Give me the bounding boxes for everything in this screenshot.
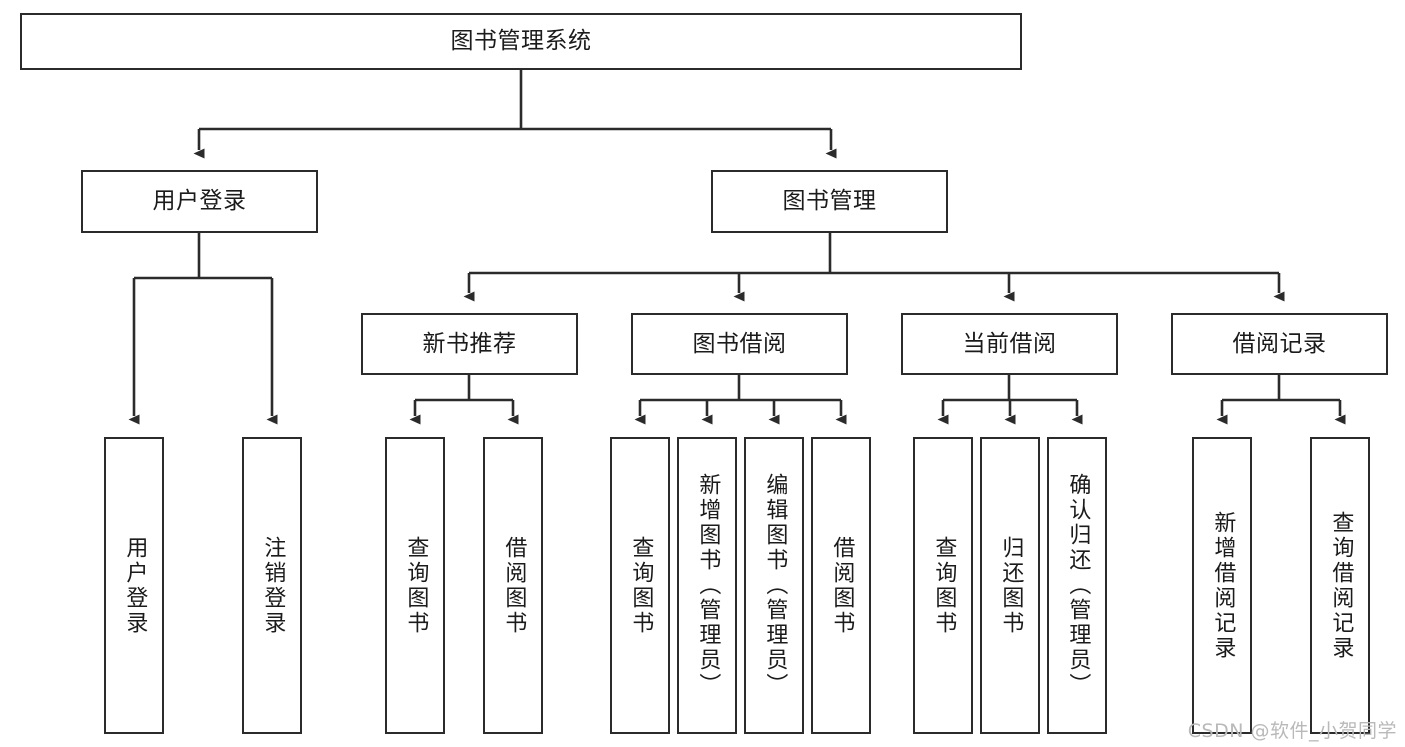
node-label: 图书管理系统 [450,28,592,55]
node-label: 注销登录 [260,535,286,636]
leaf-new-book-query-books[interactable]: 查询图书 [385,437,445,734]
node-label: 借阅记录 [1232,330,1327,357]
node-label: 用户登录 [122,535,148,636]
node-label: 当前借阅 [962,330,1057,357]
leaf-new-book-borrow-books[interactable]: 借阅图书 [483,437,543,734]
leaf-book-borrow-borrow-books[interactable]: 借阅图书 [811,437,871,734]
node-label: 新增借阅记录 [1210,510,1236,661]
leaf-current-borrow-return-books[interactable]: 归还图书 [980,437,1040,734]
node-label: 新书推荐 [422,330,517,357]
node-label: 查询借阅记录 [1328,510,1354,661]
node-label: 归还图书 [998,535,1024,636]
node-label: 查询图书 [403,535,429,636]
leaf-user-login-logout[interactable]: 注销登录 [242,437,302,734]
node-current-borrowing[interactable]: 当前借阅 [901,313,1118,375]
node-label: 查询图书 [931,535,957,636]
leaf-current-borrow-query-books[interactable]: 查询图书 [913,437,973,734]
node-label: 借阅图书 [501,535,527,636]
node-label: 查询图书 [628,535,654,636]
node-label: 图书管理 [782,188,877,215]
node-root-book-management-system[interactable]: 图书管理系统 [20,13,1022,70]
leaf-current-borrow-confirm-return-admin[interactable]: 确认归还（管理员） [1047,437,1107,734]
node-label: 图书借阅 [692,330,787,357]
leaf-book-borrow-query-books[interactable]: 查询图书 [610,437,670,734]
node-label: 编辑图书（管理员） [762,473,788,698]
csdn-watermark: CSDN @软件_小贺同学 [1187,720,1397,742]
leaf-borrow-record-query-record[interactable]: 查询借阅记录 [1310,437,1370,734]
leaf-borrow-record-add-record[interactable]: 新增借阅记录 [1192,437,1252,734]
leaf-user-login-login[interactable]: 用户登录 [104,437,164,734]
node-borrow-records[interactable]: 借阅记录 [1171,313,1388,375]
node-user-login[interactable]: 用户登录 [81,170,318,233]
node-label: 确认归还（管理员） [1065,473,1091,698]
node-book-management[interactable]: 图书管理 [711,170,948,233]
node-label: 借阅图书 [829,535,855,636]
leaf-book-borrow-add-book-admin[interactable]: 新增图书（管理员） [677,437,737,734]
node-label: 新增图书（管理员） [695,473,721,698]
node-book-borrowing[interactable]: 图书借阅 [631,313,848,375]
node-label: 用户登录 [152,188,247,215]
node-new-book-recommendation[interactable]: 新书推荐 [361,313,578,375]
leaf-book-borrow-edit-book-admin[interactable]: 编辑图书（管理员） [744,437,804,734]
